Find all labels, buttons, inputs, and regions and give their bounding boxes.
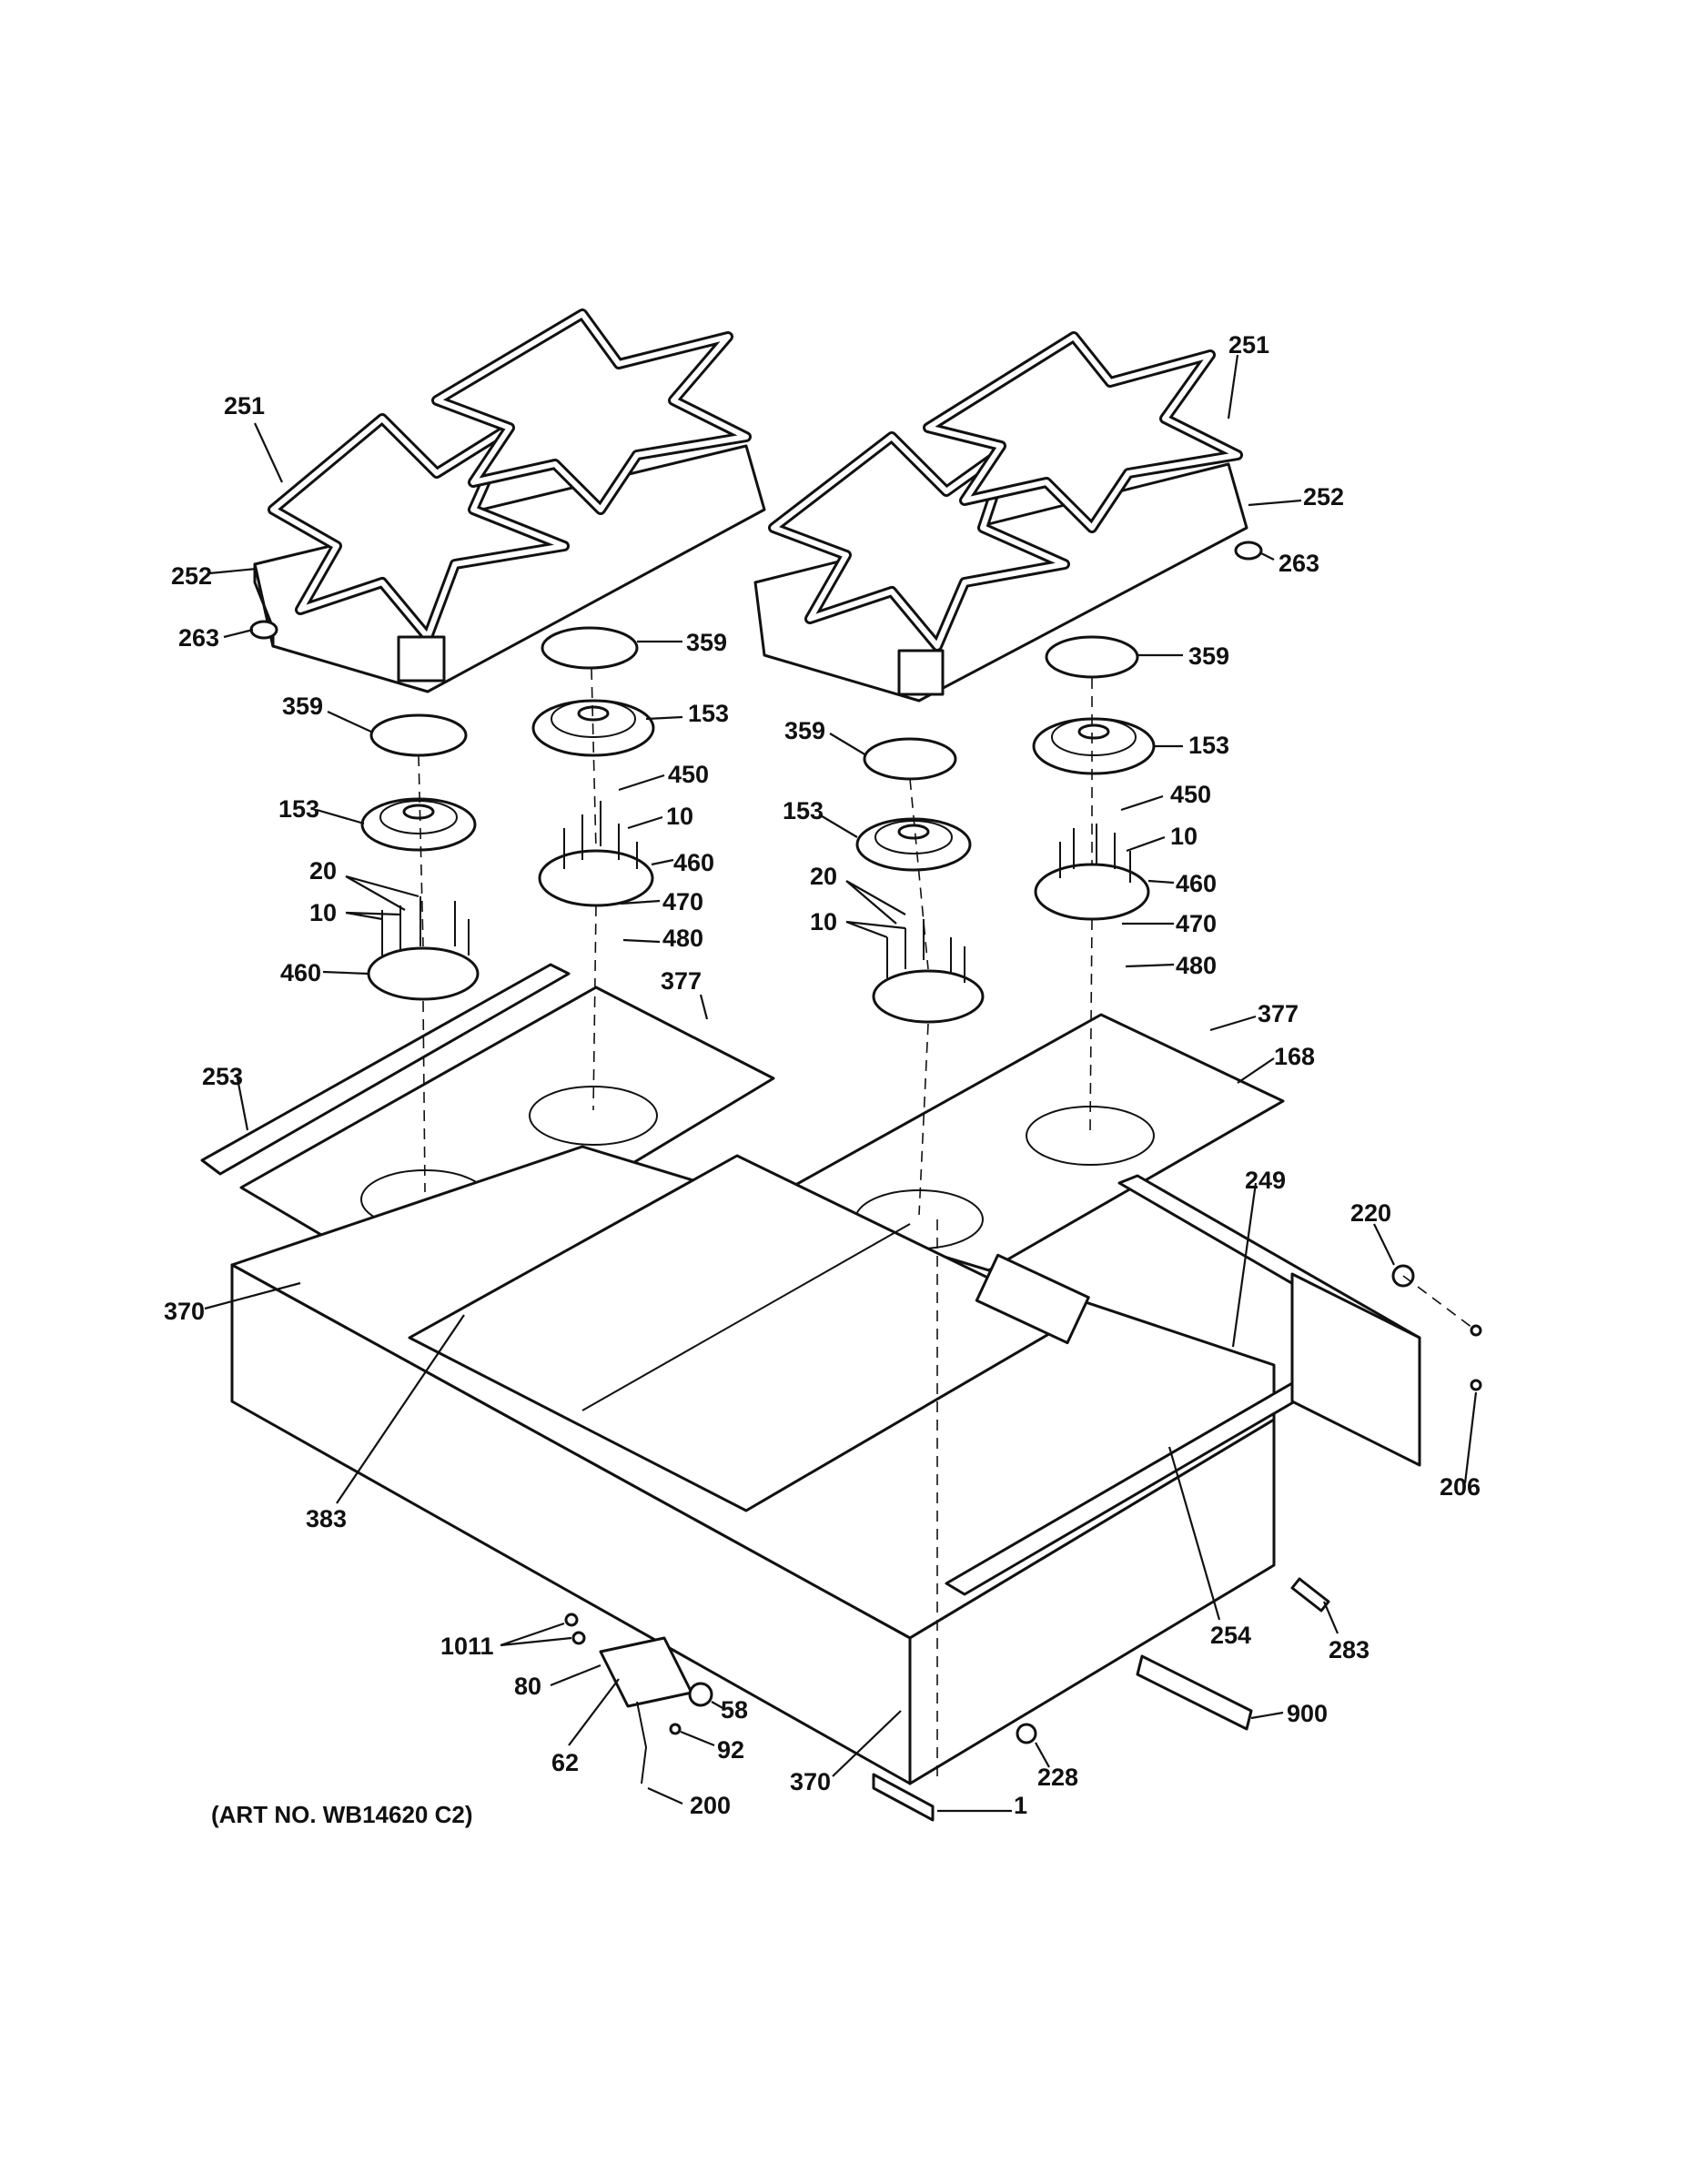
foot-right (1234, 541, 1263, 561)
burner-head-1 (360, 797, 477, 852)
valve-228 (1016, 1723, 1037, 1744)
callout-screw-206: 206 (1440, 1473, 1481, 1501)
callout-burner-head-4: 153 (1188, 732, 1229, 759)
callout-orifice-1: 470 (662, 888, 703, 915)
callout-screw-10-3: 10 (309, 899, 337, 926)
screw-92 (669, 1723, 682, 1735)
callout-bushing-58: 58 (721, 1696, 748, 1724)
callout-burner-base-3: 460 (280, 959, 321, 986)
callout-screw-377-2: 377 (1258, 1000, 1299, 1027)
screw-pins (381, 801, 1131, 983)
grate-left-assembly (253, 308, 766, 693)
callout-grate-support-right: 252 (1303, 483, 1344, 511)
callout-burner-base-1: 460 (673, 849, 714, 876)
callout-washer-1: 480 (662, 925, 703, 952)
callout-screw-92: 92 (717, 1736, 744, 1764)
callout-igniter-2: 450 (1170, 781, 1211, 808)
leader-lines (204, 354, 1478, 1813)
callout-bracket-900: 900 (1287, 1700, 1328, 1727)
callout-screw-20-2: 20 (810, 863, 837, 890)
screw-206-b (1470, 1379, 1482, 1391)
callout-valve-228: 228 (1037, 1764, 1078, 1791)
bezel-1 (872, 1773, 935, 1822)
callout-side-trim: 249 (1245, 1167, 1286, 1194)
callout-manifold-right: 370 (790, 1768, 831, 1795)
burner-cap-1 (369, 713, 468, 757)
callout-screw-10-2: 10 (1170, 823, 1198, 850)
trim-253 (200, 963, 571, 1176)
bushing-58 (688, 1682, 713, 1707)
callout-burner-head-1: 153 (278, 795, 319, 823)
callout-harness-200: 200 (690, 1792, 731, 1819)
callout-bezel-1: 1 (1014, 1792, 1027, 1819)
callout-module-62: 62 (551, 1749, 579, 1776)
probe-283 (1290, 1577, 1330, 1613)
callout-probe: 283 (1329, 1636, 1370, 1663)
callout-grate-right: 251 (1228, 331, 1269, 359)
callout-cap-4: 359 (1188, 642, 1229, 670)
callout-screw-20-1: 20 (309, 857, 337, 885)
callout-screw-10-4: 10 (810, 908, 837, 935)
nut-1011-a (564, 1613, 579, 1627)
callout-griddle-bracket: 383 (306, 1505, 347, 1532)
callout-orifice-2: 470 (1176, 910, 1217, 937)
callout-trim-left: 253 (202, 1063, 243, 1090)
foot-left (249, 620, 278, 640)
side-panel (1290, 1272, 1421, 1467)
alignment-lines (418, 668, 1477, 1784)
burner-head-3 (855, 817, 972, 872)
callout-nut-1011: 1011 (440, 1633, 494, 1660)
screw-206-a (1470, 1324, 1482, 1337)
bracket-900 (1136, 1654, 1253, 1731)
burner-head-4 (1032, 717, 1156, 775)
callout-cap-3: 359 (784, 717, 825, 744)
burner-base-1 (367, 946, 480, 1001)
burner-base-2 (538, 849, 654, 907)
burner-cap-2 (541, 626, 639, 670)
grate-right-assembly (753, 331, 1248, 703)
burner-base-4 (1034, 863, 1150, 921)
burner-cap-3 (863, 737, 957, 781)
burner-cap-4 (1045, 635, 1139, 679)
callout-burner-head-2: 153 (688, 700, 729, 727)
callout-burner-head-3: 153 (783, 797, 824, 824)
art-number: (ART NO. WB14620 C2) (211, 1801, 473, 1828)
callout-cap-2: 359 (686, 629, 727, 656)
callout-cooktop-panel: 168 (1274, 1043, 1315, 1070)
callout-foot-left: 263 (178, 624, 219, 652)
chassis (230, 1145, 1276, 1785)
callout-grate-left: 251 (224, 392, 265, 420)
callout-screw-377-1: 377 (661, 967, 702, 995)
callout-igniter-1: 450 (668, 761, 709, 788)
callout-bracket-80: 80 (514, 1673, 541, 1700)
callout-front-trim: 254 (1210, 1622, 1251, 1649)
callout-knob: 220 (1350, 1199, 1391, 1227)
harness-200 (636, 1701, 648, 1785)
callout-screw-10-1: 10 (666, 803, 693, 830)
callout-burner-base-2: 460 (1176, 870, 1217, 897)
callout-manifold-left: 370 (164, 1298, 205, 1325)
nut-1011-b (571, 1631, 586, 1645)
burner-base-3 (872, 969, 985, 1024)
callout-grate-support-left: 252 (171, 562, 212, 590)
callout-washer-2: 480 (1176, 952, 1217, 979)
callout-cap-1: 359 (282, 693, 323, 720)
callout-foot-right: 263 (1279, 550, 1319, 577)
